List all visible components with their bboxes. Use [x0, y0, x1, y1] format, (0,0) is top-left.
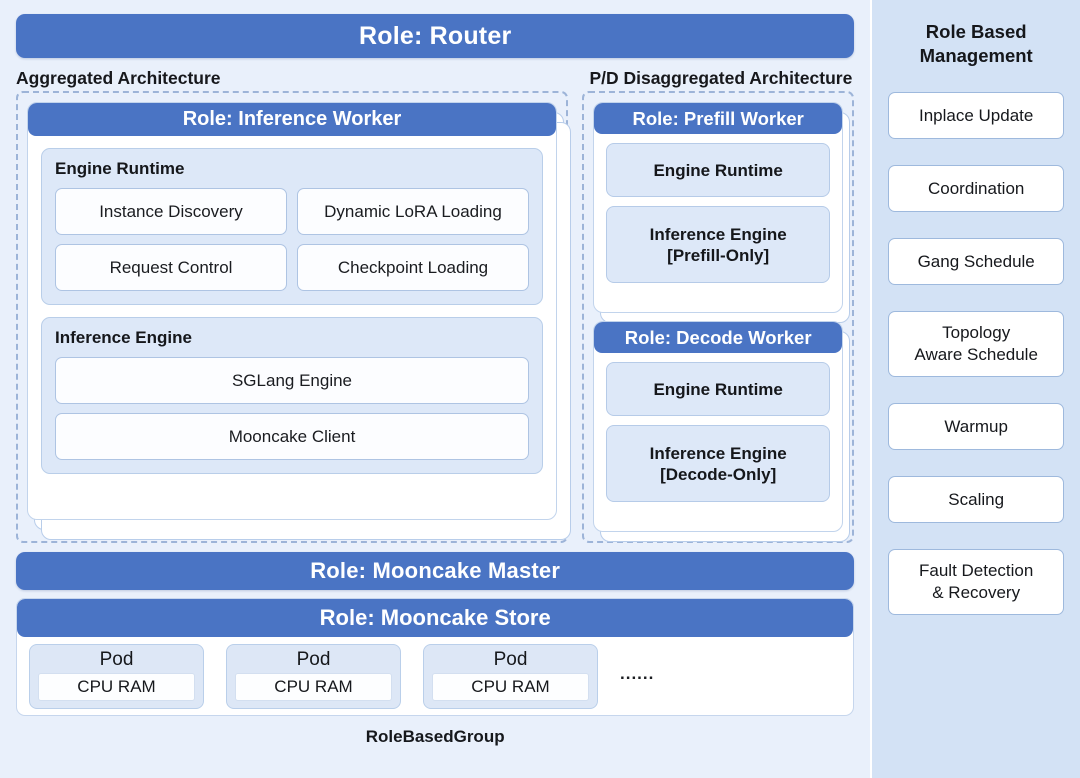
- panel-divider: [870, 0, 873, 778]
- decode-worker-content: Engine Runtime Inference Engine [Decode-…: [594, 353, 842, 531]
- role-router-label: Role: Router: [358, 21, 512, 50]
- decode-tile-inference-engine[interactable]: Inference Engine [Decode-Only]: [606, 425, 831, 502]
- tile-sglang-engine[interactable]: SGLang Engine: [55, 357, 529, 404]
- role-mooncake-store-header[interactable]: Role: Mooncake Store: [17, 599, 854, 637]
- pod-resource: CPU RAM: [235, 672, 392, 701]
- inference-engine-group: Inference Engine SGLang Engine Mooncake …: [41, 317, 543, 474]
- sidebar-item-topology-aware-schedule[interactable]: Topology Aware Schedule: [888, 311, 1064, 377]
- prefill-worker-header-label: Role: Prefill Worker: [632, 107, 804, 129]
- engine-runtime-tiles: Instance Discovery Dynamic LoRA Loading …: [55, 188, 529, 291]
- prefill-worker-body: Role: Prefill Worker Engine Runtime Infe…: [593, 102, 844, 313]
- sidebar-item-fault-detection-recovery[interactable]: Fault Detection & Recovery: [888, 549, 1064, 615]
- sidebar-item-inplace-update[interactable]: Inplace Update: [888, 92, 1064, 139]
- tile-request-control[interactable]: Request Control: [55, 244, 287, 291]
- architecture-panel: Role: Router Aggregated Architecture P/D…: [0, 0, 871, 778]
- prefill-tile-engine-runtime[interactable]: Engine Runtime: [606, 143, 831, 197]
- prefill-worker-header: Role: Prefill Worker: [594, 103, 843, 134]
- role-mooncake-master-label: Role: Mooncake Master: [310, 558, 561, 583]
- pod-item[interactable]: Pod CPU RAM: [423, 643, 598, 709]
- architecture-captions: Aggregated Architecture P/D Disaggregate…: [16, 62, 854, 88]
- tile-checkpoint-loading[interactable]: Checkpoint Loading: [297, 244, 529, 291]
- sidebar-item-scaling[interactable]: Scaling: [888, 476, 1064, 523]
- role-router-bar[interactable]: Role: Router: [16, 14, 855, 58]
- engine-runtime-title: Engine Runtime: [55, 159, 185, 178]
- role-based-management-sidebar: Role Based Management Inplace Update Coo…: [872, 0, 1080, 778]
- decode-worker-body: Role: Decode Worker Engine Runtime Infer…: [593, 321, 844, 532]
- inference-worker-header: Role: Inference Worker: [28, 103, 556, 136]
- aggregated-architecture-container: Role: Inference Worker Engine Runtime In…: [16, 91, 571, 543]
- decode-worker-header-label: Role: Decode Worker: [624, 326, 812, 348]
- tile-dynamic-lora-loading[interactable]: Dynamic LoRA Loading: [297, 188, 529, 235]
- pod-resource: CPU RAM: [38, 672, 195, 701]
- pod-label: Pod: [99, 648, 134, 670]
- decode-worker-card[interactable]: Role: Decode Worker Engine Runtime Infer…: [593, 321, 851, 542]
- pod-resource: CPU RAM: [432, 672, 589, 701]
- engine-runtime-group: Engine Runtime Instance Discovery Dynami…: [41, 148, 543, 305]
- pd-disaggregated-architecture-container: Role: Prefill Worker Engine Runtime Infe…: [582, 91, 855, 543]
- sidebar-items: Inplace Update Coordination Gang Schedul…: [888, 92, 1064, 615]
- role-mooncake-store-card: Role: Mooncake Store Pod CPU RAM Pod CPU…: [16, 598, 855, 716]
- inference-worker-body: Role: Inference Worker Engine Runtime In…: [27, 102, 557, 520]
- sidebar-title: Role Based Management: [919, 21, 1033, 66]
- pods-ellipsis: ......: [620, 664, 655, 683]
- decode-tile-engine-runtime[interactable]: Engine Runtime: [606, 362, 831, 416]
- sidebar-item-warmup[interactable]: Warmup: [888, 403, 1064, 450]
- inference-worker-content: Engine Runtime Instance Discovery Dynami…: [28, 136, 556, 519]
- tile-instance-discovery[interactable]: Instance Discovery: [55, 188, 287, 235]
- pod-label: Pod: [296, 648, 331, 670]
- role-mooncake-master-bar[interactable]: Role: Mooncake Master: [16, 552, 855, 590]
- pod-item[interactable]: Pod CPU RAM: [29, 643, 204, 709]
- inference-worker-header-label: Role: Inference Worker: [182, 108, 402, 130]
- pod-label: Pod: [493, 648, 528, 670]
- sidebar-item-gang-schedule[interactable]: Gang Schedule: [888, 238, 1064, 285]
- caption-aggregated-architecture: Aggregated Architecture: [16, 68, 221, 88]
- prefill-worker-card[interactable]: Role: Prefill Worker Engine Runtime Infe…: [593, 102, 851, 323]
- inference-engine-tiles: SGLang Engine Mooncake Client: [55, 357, 529, 460]
- rolebasedgroup-label: RoleBasedGroup: [365, 727, 505, 746]
- inference-worker-card[interactable]: Role: Inference Worker Engine Runtime In…: [27, 102, 571, 540]
- decode-worker-header: Role: Decode Worker: [594, 322, 843, 353]
- pod-item[interactable]: Pod CPU RAM: [226, 643, 401, 709]
- pods-row: Pod CPU RAM Pod CPU RAM Pod CPU RAM ....…: [17, 637, 853, 715]
- architectures-row: Role: Inference Worker Engine Runtime In…: [16, 91, 855, 543]
- prefill-tile-inference-engine[interactable]: Inference Engine [Prefill-Only]: [606, 206, 831, 283]
- prefill-worker-content: Engine Runtime Inference Engine [Prefill…: [594, 134, 842, 312]
- caption-pd-disaggregated-architecture: P/D Disaggregated Architecture: [589, 68, 853, 88]
- inference-engine-title: Inference Engine: [55, 328, 192, 347]
- tile-mooncake-client[interactable]: Mooncake Client: [55, 413, 529, 460]
- role-mooncake-store-label: Role: Mooncake Store: [319, 605, 551, 630]
- sidebar-item-coordination[interactable]: Coordination: [888, 165, 1064, 212]
